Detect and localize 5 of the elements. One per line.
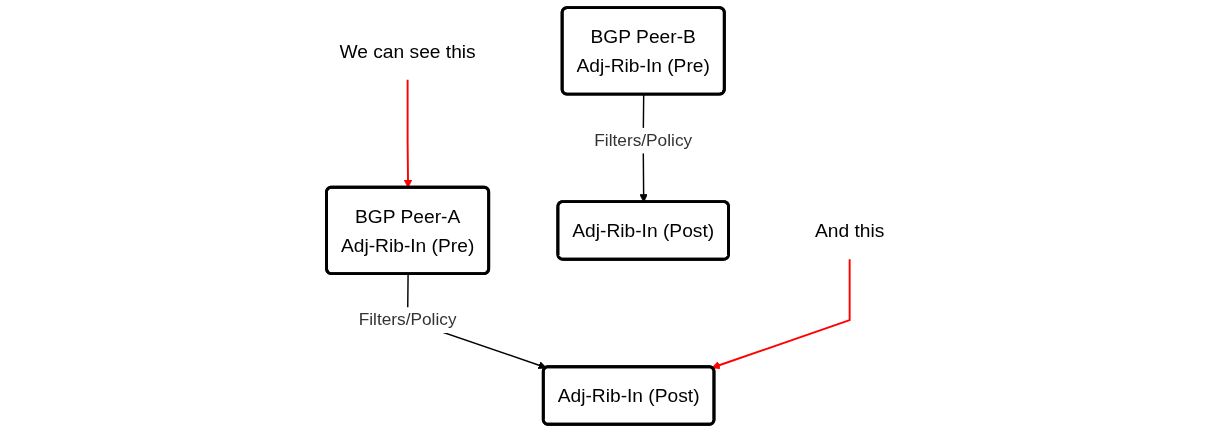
arrow — [711, 258, 851, 370]
node-text: We can see this — [339, 40, 476, 62]
edge-label: Filters/Policy — [358, 310, 457, 330]
node-text: And this — [814, 219, 884, 241]
edge-label: Filters/Policy — [593, 130, 692, 150]
